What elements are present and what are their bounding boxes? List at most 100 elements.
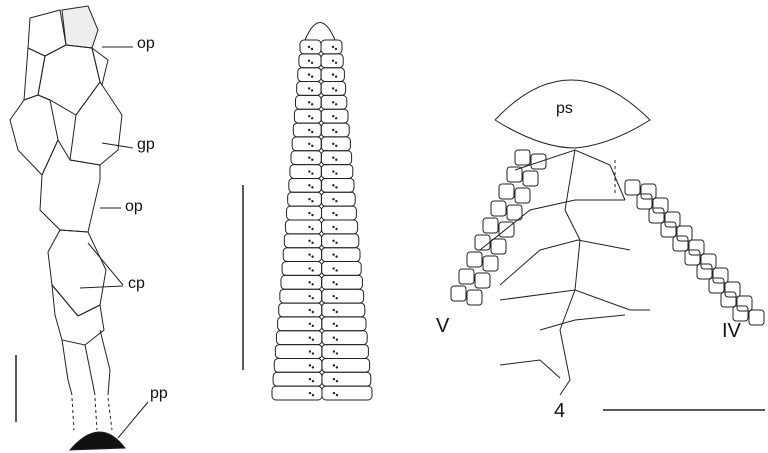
plate (292, 122, 322, 138)
cell (466, 289, 483, 306)
cell (712, 267, 729, 284)
label-ps: ps (556, 100, 573, 117)
dot (332, 350, 336, 353)
plate (320, 191, 356, 207)
plate (281, 261, 323, 276)
dot (332, 364, 336, 367)
cell (506, 204, 523, 221)
dot (308, 225, 311, 229)
cell (506, 166, 523, 183)
plate (321, 330, 368, 346)
cell (660, 221, 677, 238)
panel-number: 4 (554, 400, 566, 422)
cell (672, 235, 689, 252)
dot (331, 73, 335, 76)
cell (466, 251, 483, 268)
cell (696, 263, 713, 280)
dot (311, 283, 314, 286)
dot (308, 184, 311, 187)
plate (277, 316, 323, 332)
cell (640, 183, 657, 200)
dot (308, 156, 311, 159)
dot (335, 380, 339, 383)
dot (308, 239, 311, 242)
dot (311, 338, 315, 341)
plate (280, 274, 323, 290)
dot (332, 336, 336, 339)
dot (335, 310, 338, 314)
dot (310, 89, 314, 92)
plate (320, 108, 349, 124)
cell (748, 309, 765, 326)
plate (321, 288, 365, 304)
dot (335, 296, 338, 300)
dot (311, 130, 314, 134)
plate (321, 247, 361, 263)
dot (311, 144, 314, 148)
dot (308, 170, 311, 173)
dot (311, 352, 315, 355)
dot (308, 267, 311, 270)
right-specimen (450, 79, 765, 396)
dot (332, 156, 335, 159)
dot (332, 281, 335, 284)
dot (311, 380, 315, 383)
dot (335, 338, 339, 341)
dot (331, 45, 335, 49)
dot (334, 47, 338, 51)
plate (287, 191, 322, 207)
cell (652, 197, 669, 214)
cell (700, 253, 717, 270)
plate (321, 357, 371, 373)
dot (311, 310, 314, 314)
dot (334, 103, 338, 106)
label-v: V (436, 315, 450, 337)
dot (311, 158, 314, 161)
dot (335, 324, 338, 328)
plate (321, 316, 367, 332)
plate (284, 219, 323, 235)
dot (335, 200, 338, 203)
dot (311, 186, 314, 189)
plate (282, 247, 323, 263)
dot (332, 211, 335, 215)
dot (332, 308, 335, 312)
cell (458, 268, 475, 285)
cell (522, 170, 539, 187)
dot (310, 75, 314, 78)
cell (474, 234, 491, 251)
plate (320, 39, 343, 55)
dot (308, 281, 311, 284)
dot (311, 269, 314, 272)
cell (636, 193, 653, 210)
dot (334, 75, 338, 78)
label-gp: gp (137, 136, 155, 153)
plate (279, 288, 323, 304)
cell (708, 277, 725, 294)
dot (335, 352, 339, 355)
plate (288, 177, 322, 193)
plate (320, 177, 355, 193)
plate (274, 344, 323, 359)
dot (335, 116, 338, 120)
plate (271, 385, 323, 401)
dot (311, 213, 314, 217)
plate (275, 330, 323, 346)
dot (308, 350, 312, 353)
dot (308, 308, 311, 312)
cell (736, 295, 753, 312)
dot (311, 296, 314, 300)
dot (334, 61, 338, 64)
label-iv: IV (722, 320, 741, 342)
dot (311, 241, 314, 244)
dot (307, 87, 311, 90)
dot (335, 269, 338, 272)
dot (332, 294, 335, 298)
plate (321, 274, 363, 290)
dot (335, 283, 338, 286)
dot (308, 391, 312, 395)
dot (308, 336, 312, 339)
dot (310, 103, 314, 106)
plate (320, 164, 354, 179)
